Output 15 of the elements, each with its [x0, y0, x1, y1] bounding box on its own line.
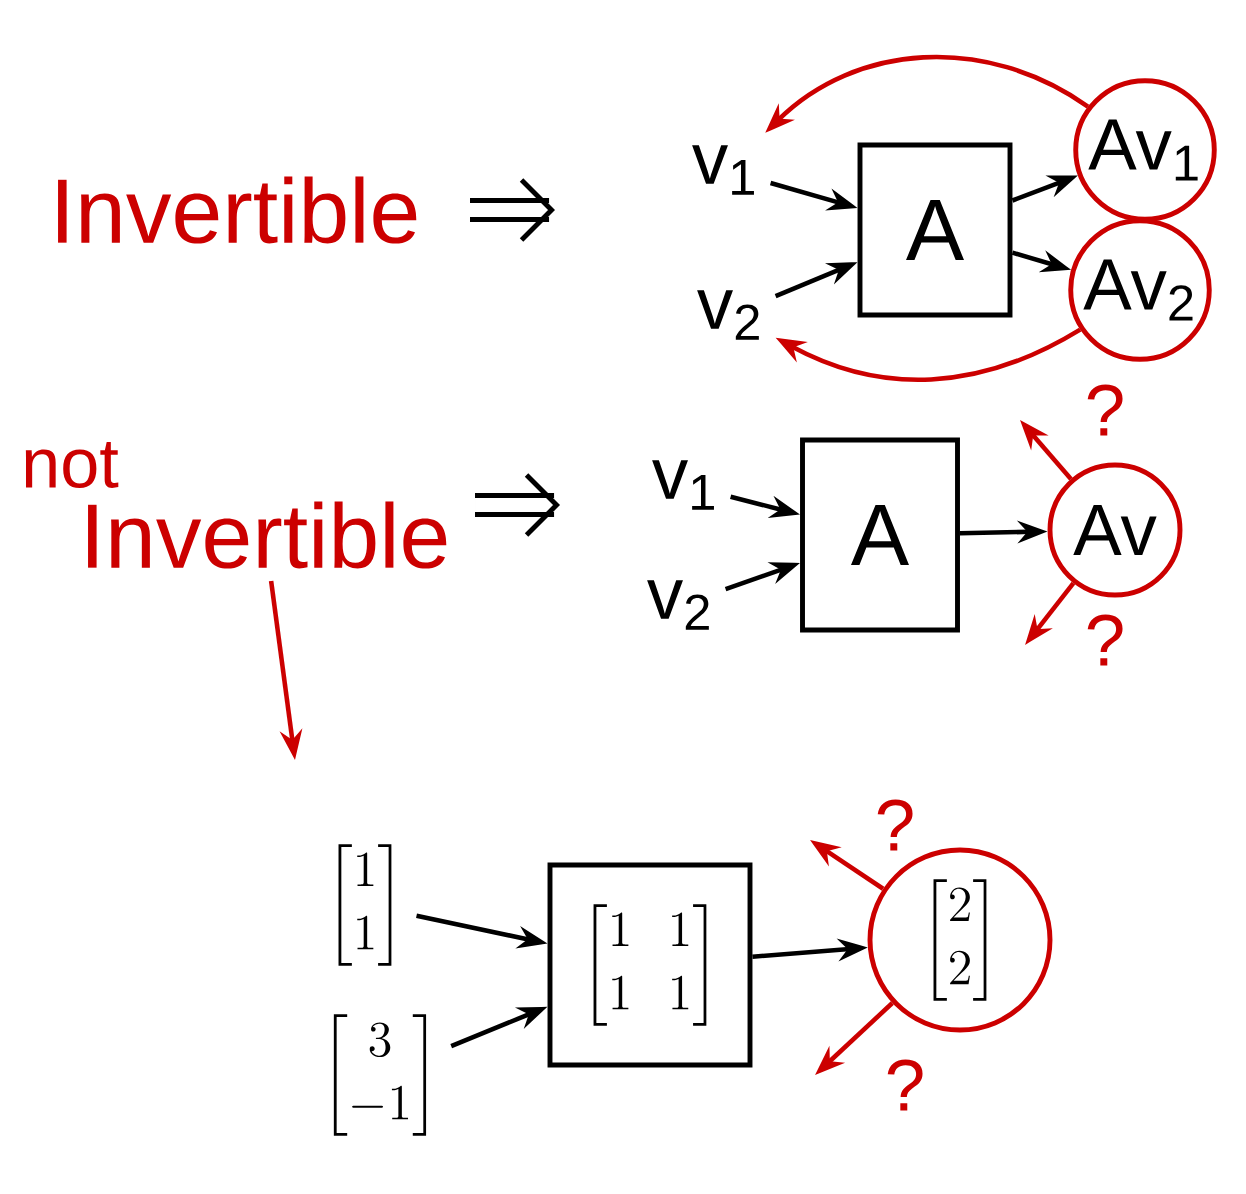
- edge-label: ?: [1081, 381, 1129, 439]
- edge-label: ?: [881, 1056, 929, 1114]
- vector-label: v$_{2}$: [647, 580, 709, 630]
- matrix-box: A: [857, 142, 1013, 318]
- vector-label: v$_{1}$: [692, 145, 754, 195]
- matrix-box: $\begin{bmatrix}1&1\\1&1\end{bmatrix}$: [547, 862, 753, 1068]
- vector-label: $\begin{bmatrix}1\\1\end{bmatrix}$: [338, 844, 392, 966]
- note-text: not: [25, 441, 119, 489]
- vector-label: $\begin{bmatrix}3\\-1\end{bmatrix}$: [333, 1014, 427, 1136]
- vector-label: v$_{1}$: [652, 460, 714, 510]
- heading-text: Invertible: [58, 176, 417, 244]
- edge-label: ?: [1081, 611, 1129, 669]
- vector-label: v$_{2}$: [697, 290, 759, 340]
- matrix-box: A: [800, 437, 960, 633]
- heading-text: Invertible: [88, 501, 447, 569]
